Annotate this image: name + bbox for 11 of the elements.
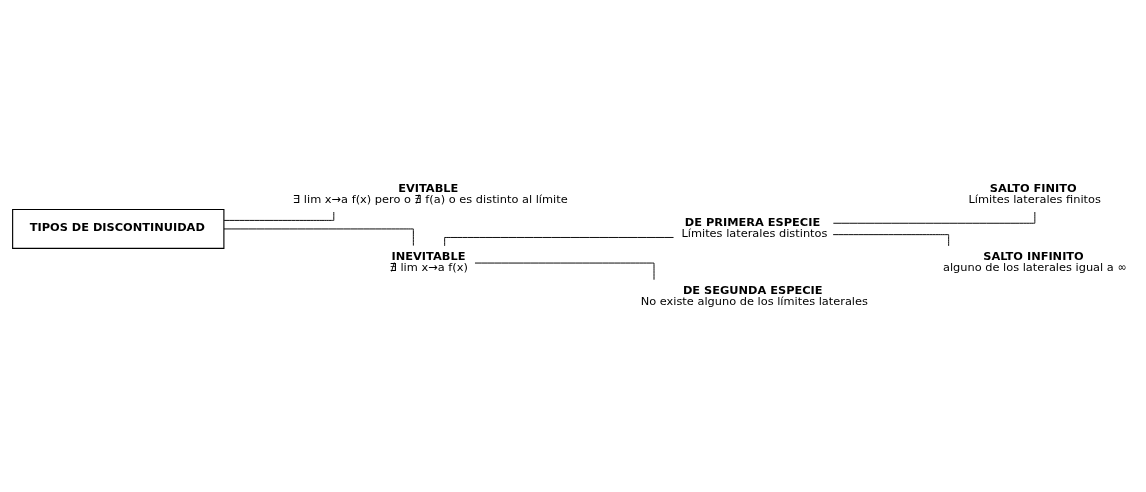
node-text: DE SEGUNDA ESPECIE No existe alguno de los límites laterales <box>640 282 868 309</box>
connector <box>223 211 335 221</box>
node-box: TIPOS DE DISCONTINUIDAD <box>12 208 225 249</box>
node-text: INEVITABLE ∄ lim x→a f(x) <box>389 248 468 275</box>
connector <box>223 228 414 247</box>
node-text: SALTO INFINITO alguno de los laterales igual a ∞ <box>942 248 1127 275</box>
connector <box>474 262 655 281</box>
node-text: DE PRIMERA ESPECIE Límites laterales distintos <box>681 214 828 241</box>
node-text: EVITABLE ∃ lim x→a f(x) pero o ∄ f(a) o es distinto al límite <box>293 180 568 206</box>
node-text: SALTO FINITO Límites laterales finitos <box>968 180 1101 206</box>
connector <box>832 234 950 247</box>
